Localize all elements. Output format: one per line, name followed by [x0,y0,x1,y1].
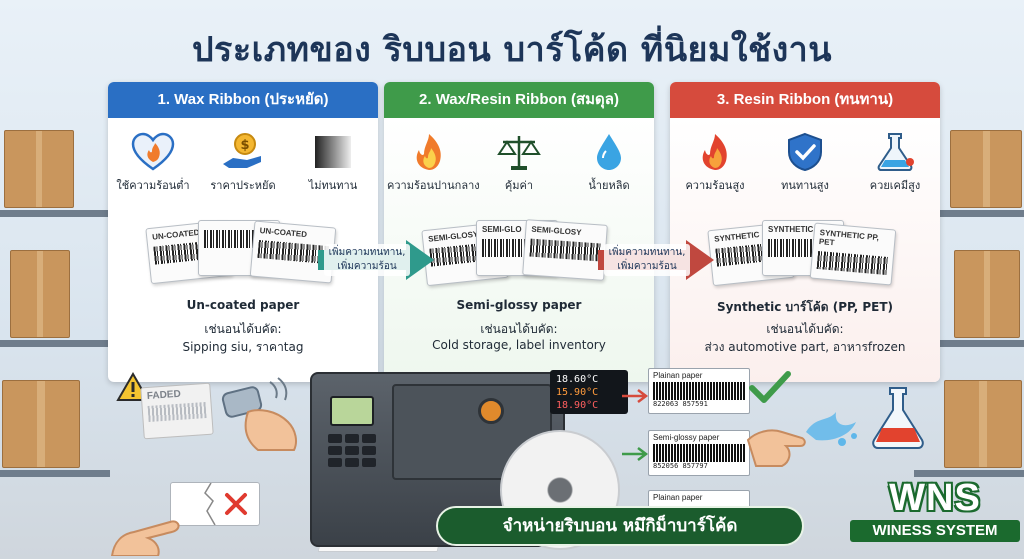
paper-samples: UN-COATED UN-COATED [145,219,338,290]
feature-label: คุ้มค่า [504,179,534,192]
faded-text: FADED [146,388,182,403]
hand-splash-icon [746,412,857,467]
faded-label: FADED [140,382,214,440]
temperature-value: 18.90°C [556,400,599,411]
tear-icon [204,483,247,525]
feature-label: ราคาประหยัด [210,179,276,192]
feature-label: ความร้อนปานกลาง [387,179,480,192]
printer-knob [478,398,504,424]
paper-label: SYNTHETIC PP, PET [809,222,897,286]
company-logo: WNS WINESS SYSTEM [850,478,1020,552]
usage-text: Sipping siu, ราคาtag [182,340,304,354]
hand-wiping-icon [221,377,297,451]
feature-low-heat: ใช้ความร้อนต่ำ [111,132,195,194]
panel-resin-ribbon: 3. Resin Ribbon (ทนทาน) ความร้อนสูง ทนทา… [670,82,940,382]
panel-header: 3. Resin Ribbon (ทนทาน) [670,82,940,118]
scale-icon [497,136,541,170]
feature-high-heat: ความร้อนสูง [673,132,757,194]
feature-label: ใช้ความร้อนต่ำ [116,179,190,192]
feature-label: ไม่ทนทาน [308,179,358,192]
heart-flame-icon [131,132,175,171]
paper-samples: SEMI-GLOSY SEMI-GLO SEMI-GLOSY [421,219,614,290]
arrow-label: เพิ่มความทนทาน, เพิ่มความร้อน [604,244,690,276]
paper-type: Semi-glossy paper [456,298,582,312]
feature-water-resistant: น้ำยหลิด [567,132,651,194]
paper-type: Synthetic บาร์โค้ด (PP, PET) [716,300,894,314]
usage-heading: เช่นอนได้บคัด: [480,322,558,336]
usage-heading: เช่นอนได้บคัด: [204,322,282,336]
sample-label: Semi-glossy paper 852056 857797 [648,430,750,476]
check-icon [749,371,791,403]
arrow-connectors [622,389,649,461]
feature-value: คุ้มค่า [477,132,561,194]
temperature-value: 18.60°C [556,374,599,385]
svg-text:$: $ [240,138,249,153]
water-drop-icon [597,134,621,170]
warehouse-shelf-right [914,90,1024,559]
coin-hand-icon: $ [223,133,261,168]
flask-icon [877,133,914,171]
paper-label: SEMI-GLOSY [522,219,608,281]
upgrade-arrow-2: เพิ่มความทนทาน, เพิ่มความร้อน [598,238,716,282]
temperature-readout: 18.60°C 15.90°C 18.90°C [550,370,628,414]
panel-wax-resin-ribbon: 2. Wax/Resin Ribbon (สมดุล) ความร้อนปานก… [384,82,654,382]
temperature-value: 15.90°C [556,387,599,398]
flame-icon [416,134,441,170]
arrow-label: เพิ่มความทนทาน, เพิ่มความร้อน [324,244,410,276]
feature-label: ความร้อนสูง [685,179,745,192]
feature-label: น้ำยหลิด [588,179,630,192]
feature-economical: $ ราคาประหยัด [201,132,285,194]
panel-header: 2. Wax/Resin Ribbon (สมดุล) [384,82,654,118]
sample-label: Plainan paper 822063 857591 [648,368,750,414]
feature-label: ทนทานสูง [781,179,829,192]
logo-sub: WINESS SYSTEM [850,520,1020,542]
warehouse-shelf-left [0,90,110,559]
paper-type: Un-coated paper [186,298,300,312]
feature-not-durable: ไม่ทนทาน [291,132,375,194]
paper-samples: SYNTHETIC SYNTHETIC SYNTHETIC PP, PET [707,220,900,290]
feature-chemical-resistant: ควยเคมีสูง [853,132,937,194]
promo-banner: จำหน่ายริบบอน หมึกิม็าบาร์โค้ด [436,506,804,546]
pointing-hand-icon [110,520,180,556]
shield-check-icon [788,132,822,172]
fade-gradient-icon [315,136,351,168]
flask-icon [872,387,924,449]
printer-display [330,396,374,426]
usage-text: ส่วง automotive part, อาหารfrozen [704,340,906,354]
panel-wax-ribbon: 1. Wax Ribbon (ประหยัด) ใช้ความร้อนต่ำ $… [108,82,378,382]
usage-text: Cold storage, label inventory [432,338,606,352]
page-title: ประเภทของ ริบบอน บาร์โค้ด ที่นิยมใช้งาน [191,30,833,70]
printer-keypad [328,434,378,467]
feature-medium-heat: ความร้อนปานกลาง [387,132,480,194]
feature-label: ควยเคมีสูง [869,179,921,192]
upgrade-arrow-1: เพิ่มความทนทาน, เพิ่มความร้อน [318,238,436,282]
flame-icon [702,134,727,170]
panel-header: 1. Wax Ribbon (ประหยัด) [108,82,378,118]
usage-heading: เช่นอนได้บคัด: [766,322,844,336]
logo-main: WNS [889,477,981,519]
feature-high-durability: ทนทานสูง [763,132,847,194]
torn-label [170,482,260,526]
